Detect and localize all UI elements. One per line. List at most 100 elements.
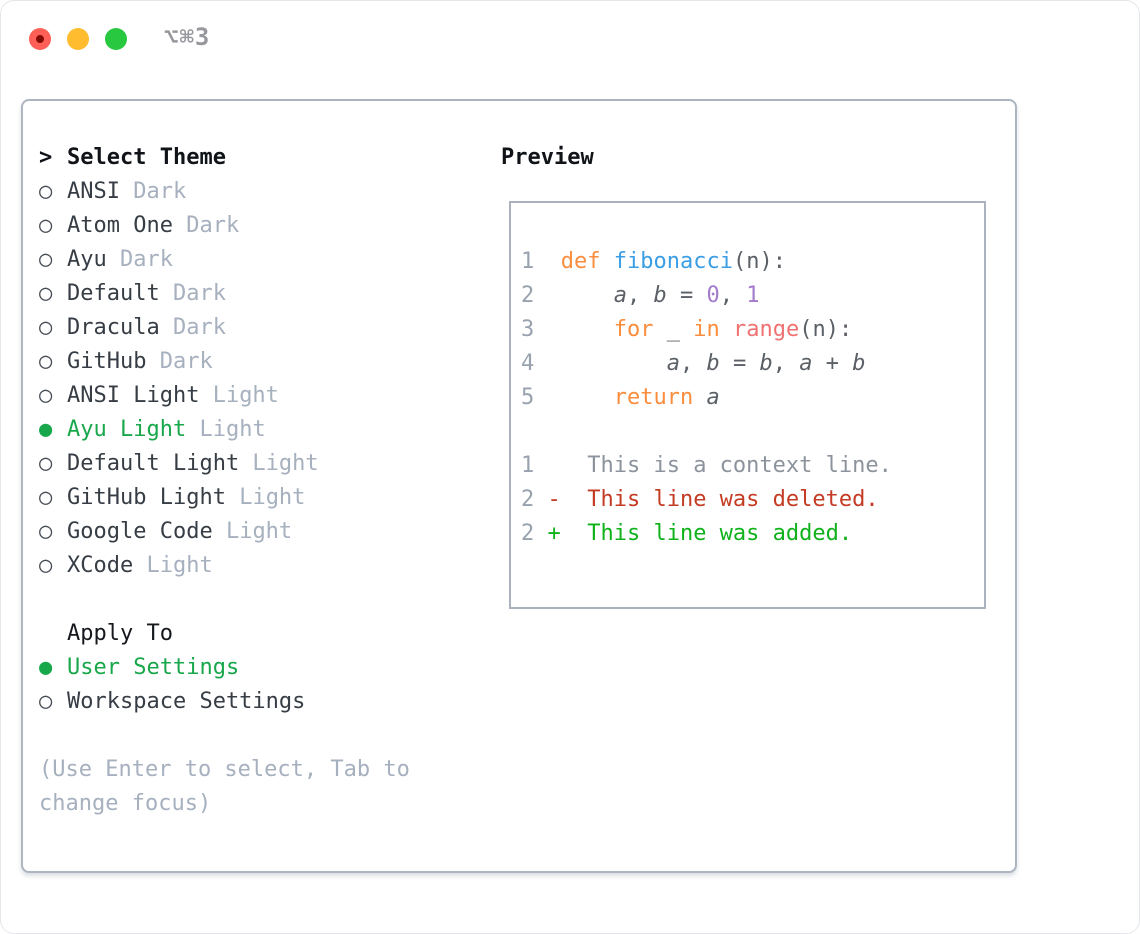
code-line: 5 return a bbox=[521, 381, 984, 415]
code-line: 2 + This line was added. bbox=[521, 517, 984, 551]
theme-option[interactable]: ○ Default Dark bbox=[39, 277, 410, 311]
apply-option[interactable]: ●User Settings bbox=[39, 651, 410, 685]
radio-icon: ○ bbox=[39, 553, 53, 578]
theme-selector-column: > Select Theme ○ANSI Dark○Atom One Dark○… bbox=[39, 141, 410, 821]
theme-variant-label: Light bbox=[133, 553, 213, 578]
code-token: 0 bbox=[706, 283, 720, 308]
code-token: 2 bbox=[521, 487, 548, 512]
code-token: = bbox=[719, 351, 760, 376]
hint-line: change focus) bbox=[39, 791, 212, 816]
option-label: Ayu Light bbox=[67, 417, 187, 442]
code-token: fibonacci bbox=[613, 249, 733, 274]
theme-variant-label: Light bbox=[186, 417, 266, 442]
theme-option[interactable]: ●Ayu Light Light bbox=[39, 413, 410, 447]
theme-variant-label: Light bbox=[225, 485, 306, 510]
theme-option[interactable]: ○Default Light Light bbox=[39, 447, 410, 481]
code-token bbox=[561, 317, 614, 342]
zoom-button-icon[interactable] bbox=[105, 28, 127, 50]
radio-icon: ○ bbox=[39, 247, 53, 272]
theme-option[interactable]: ○ANSI Dark bbox=[39, 175, 410, 209]
radio-icon: ○ bbox=[39, 281, 53, 306]
code-token: 3 bbox=[521, 317, 561, 342]
code-token bbox=[561, 385, 614, 410]
hint-line: (Use Enter to select, Tab to bbox=[39, 757, 410, 782]
code-token: (n): bbox=[732, 249, 786, 274]
code-line: 1 def fibonacci(n): bbox=[521, 245, 984, 279]
code-token: b bbox=[759, 351, 773, 376]
radio-selected-icon: ● bbox=[39, 655, 53, 680]
code-token: b bbox=[653, 283, 667, 308]
radio-icon: ○ bbox=[39, 519, 53, 544]
theme-option[interactable]: ○ Google Code Light bbox=[39, 515, 410, 549]
apply-option[interactable]: ○Workspace Settings bbox=[39, 685, 410, 719]
option-label: Atom One bbox=[67, 213, 173, 238]
code-token: (n): bbox=[799, 317, 853, 342]
option-label: GitHub Light bbox=[67, 485, 226, 510]
radio-icon: ○ bbox=[39, 315, 53, 340]
theme-option[interactable]: ○ANSI Light Light bbox=[39, 379, 410, 413]
theme-variant-label: Light bbox=[199, 383, 279, 408]
code-token: , bbox=[626, 283, 654, 308]
code-token: + bbox=[812, 351, 853, 376]
code-token: 5 bbox=[521, 385, 561, 410]
theme-variant-label: Dark bbox=[146, 349, 213, 374]
theme-variant-label: Dark bbox=[159, 281, 226, 306]
theme-variant-label: Dark bbox=[172, 213, 240, 238]
preview-header: Preview bbox=[501, 145, 594, 170]
titlebar: ⌥⌘3 bbox=[1, 1, 1139, 99]
option-label: Dracula bbox=[67, 315, 160, 340]
code-token: 1 bbox=[746, 283, 760, 308]
theme-option[interactable]: ○Dracula Dark bbox=[39, 311, 410, 345]
window-title: ⌥⌘3 bbox=[164, 23, 211, 51]
option-label: ANSI bbox=[67, 179, 120, 204]
code-token: This is a context line. bbox=[547, 453, 892, 478]
code-token: - This line was deleted. bbox=[547, 487, 879, 512]
radio-icon: ○ bbox=[39, 689, 53, 714]
code-line: 2 - This line was deleted. bbox=[521, 483, 984, 517]
code-line: 3 for _ in range(n): bbox=[521, 313, 984, 347]
theme-option[interactable]: ○GitHub Dark bbox=[39, 345, 410, 379]
minimize-button-icon[interactable] bbox=[67, 28, 89, 50]
code-token bbox=[561, 351, 667, 376]
code-token: 2 bbox=[521, 283, 561, 308]
code-token: a bbox=[613, 283, 627, 308]
option-label: Google Code bbox=[67, 519, 213, 544]
apply-to-label: Apply To bbox=[67, 621, 173, 646]
option-label: GitHub bbox=[67, 349, 147, 374]
close-button-icon[interactable] bbox=[29, 28, 51, 50]
code-token: = bbox=[666, 283, 707, 308]
code-token: , bbox=[719, 283, 747, 308]
code-token: , bbox=[679, 351, 707, 376]
code-token: for bbox=[613, 317, 654, 342]
option-label: Default bbox=[67, 281, 160, 306]
code-token: def bbox=[560, 249, 614, 274]
theme-variant-label: Light bbox=[212, 519, 293, 544]
code-line: 2 a, b = 0, 1 bbox=[521, 279, 984, 313]
radio-icon: ○ bbox=[39, 213, 53, 238]
theme-variant-label: Dark bbox=[119, 179, 187, 204]
theme-option[interactable]: ○ Atom One Dark bbox=[39, 209, 410, 243]
code-token: a bbox=[799, 351, 813, 376]
code-token: , bbox=[772, 351, 800, 376]
theme-option[interactable]: ○Ayu Dark bbox=[39, 243, 410, 277]
code-token bbox=[720, 317, 733, 342]
code-token: 2 bbox=[521, 521, 548, 546]
code-token: a bbox=[666, 351, 680, 376]
theme-option[interactable]: ○XCode Light bbox=[39, 549, 410, 583]
option-label: Ayu bbox=[67, 247, 107, 272]
code-token: 4 bbox=[521, 351, 561, 376]
spacer bbox=[39, 583, 410, 617]
radio-icon: ○ bbox=[39, 451, 53, 476]
option-label: Default Light bbox=[67, 451, 240, 476]
code-token: 1 bbox=[521, 249, 561, 274]
theme-option[interactable]: ○GitHub Light Light bbox=[39, 481, 410, 515]
option-label: ANSI Light bbox=[67, 383, 200, 408]
main-panel: > Select Theme ○ANSI Dark○Atom One Dark○… bbox=[21, 99, 1017, 873]
code-token: + This line was added. bbox=[547, 521, 853, 546]
code-token: return bbox=[613, 385, 707, 410]
spacer bbox=[39, 719, 410, 753]
theme-list: ○ANSI Dark○Atom One Dark○Ayu Dark○Defaul… bbox=[39, 175, 410, 583]
code-token: _ bbox=[653, 317, 694, 342]
prompt-icon: > bbox=[39, 145, 53, 170]
code-token: range bbox=[732, 317, 800, 342]
